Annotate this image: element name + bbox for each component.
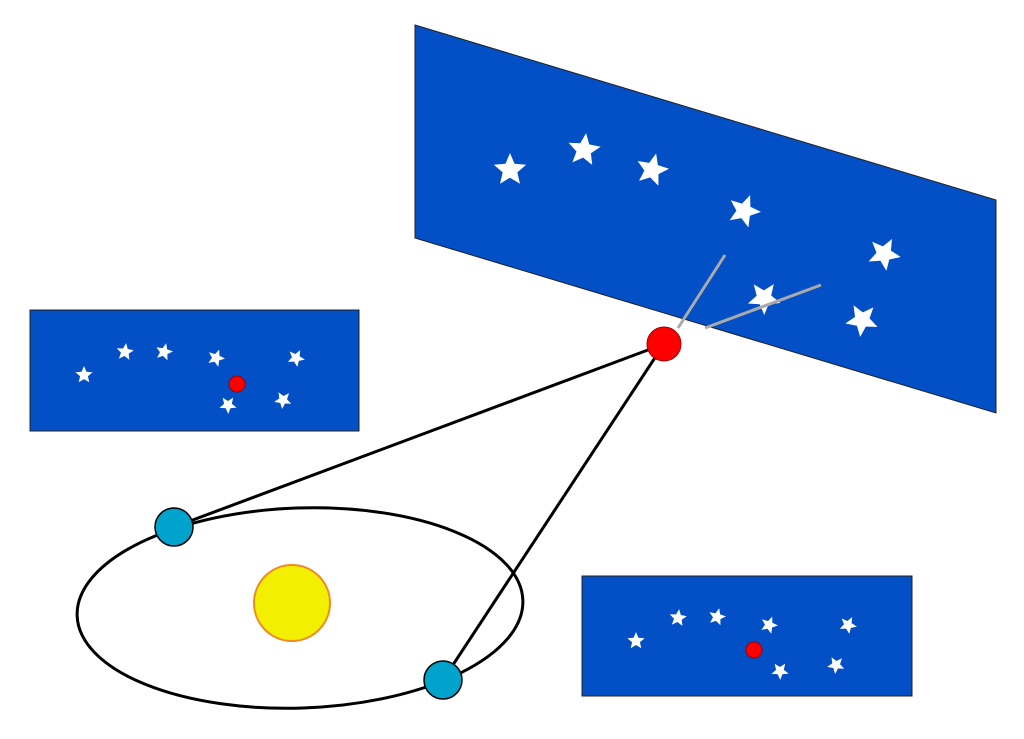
view-panel-left xyxy=(29,309,360,432)
star-icon xyxy=(75,366,93,383)
star-icon xyxy=(568,133,601,165)
star-icon xyxy=(274,392,292,409)
star-icon xyxy=(669,609,687,626)
star-icon xyxy=(761,616,778,634)
star-icon xyxy=(709,608,726,626)
star-icon xyxy=(208,349,225,367)
target-star-left-view xyxy=(228,375,246,393)
star-icon xyxy=(868,239,901,271)
background-stars xyxy=(493,133,901,337)
view-right-stars xyxy=(627,608,857,680)
view-left-stars xyxy=(75,343,305,414)
star-icon xyxy=(845,305,878,337)
view-panel-right xyxy=(581,575,913,697)
star-icon xyxy=(747,284,781,315)
star-icon xyxy=(493,153,527,184)
star-icon xyxy=(627,632,645,649)
star-icon xyxy=(156,343,173,361)
projection-line-1 xyxy=(676,254,727,329)
target-star xyxy=(646,326,682,362)
star-icon xyxy=(771,663,789,680)
star-icon xyxy=(839,617,857,634)
sightline-2 xyxy=(441,343,666,681)
earth-orbit xyxy=(75,506,525,710)
projection-line-2 xyxy=(704,283,822,330)
star-icon xyxy=(116,343,134,360)
star-icon xyxy=(219,397,237,414)
star-icon xyxy=(729,195,761,228)
star-icon xyxy=(827,657,845,674)
star-icon xyxy=(637,153,669,186)
earth-position-2 xyxy=(423,660,463,700)
background-sky-panel xyxy=(414,24,997,414)
earth-position-1 xyxy=(154,507,194,547)
sun xyxy=(253,564,331,642)
target-star-right-view xyxy=(745,641,763,659)
sightline-1 xyxy=(173,342,665,529)
star-icon xyxy=(287,350,305,367)
